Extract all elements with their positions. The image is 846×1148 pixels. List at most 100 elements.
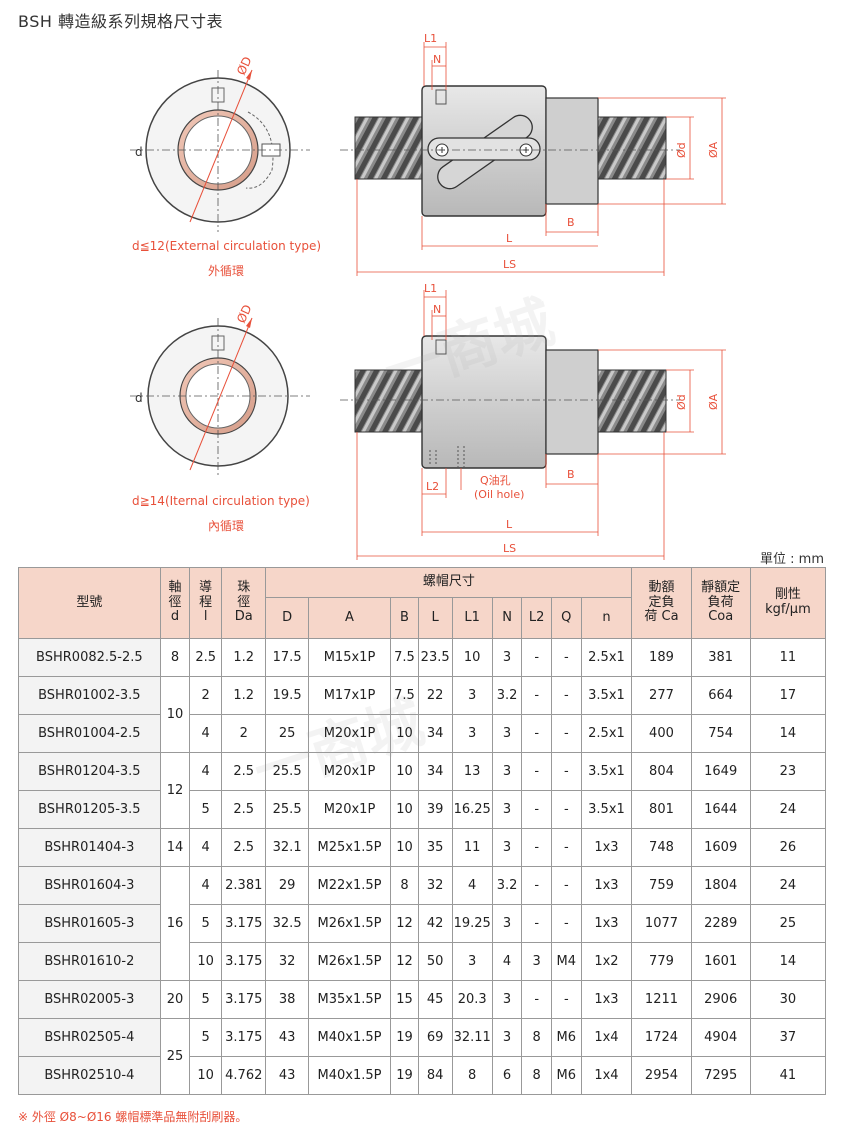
- cell-L1: 10: [451, 638, 493, 677]
- cell-A: M25x1.5P: [307, 828, 392, 867]
- cell-model: BSHR01604-3: [18, 866, 161, 905]
- cell-B: 10: [390, 790, 419, 829]
- cell-D: 25: [265, 714, 309, 753]
- header-Q: Q: [550, 597, 582, 639]
- cell-n: 1x3: [580, 904, 633, 943]
- cell-L1: 3: [451, 942, 493, 981]
- label-n: N: [433, 303, 441, 316]
- cell-L2: -: [521, 790, 552, 829]
- header-nut: 螺帽尺寸: [265, 567, 633, 598]
- cell-A: M26x1.5P: [307, 904, 392, 943]
- label-d: d: [135, 145, 143, 159]
- header-N: N: [491, 597, 523, 639]
- cell-L2: -: [521, 676, 552, 715]
- cell-L: 34: [417, 752, 453, 791]
- cell-l: 5: [189, 980, 223, 1019]
- cell-model: BSHR01605-3: [18, 904, 161, 943]
- cell-d: 20: [159, 980, 191, 1019]
- cell-model: BSHR02510-4: [18, 1056, 161, 1095]
- cell-n: 2.5x1: [580, 714, 633, 753]
- cell-D: 17.5: [265, 638, 309, 677]
- cell-l: 5: [189, 904, 223, 943]
- label-l: L: [506, 232, 513, 245]
- cell-B: 8: [390, 866, 419, 905]
- cell-n: 1x4: [580, 1018, 633, 1057]
- external-circulation-zh: 外循環: [208, 264, 245, 278]
- label-od: ØD: [234, 54, 255, 77]
- cell-d: 8: [159, 638, 191, 677]
- cell-L: 69: [417, 1018, 453, 1057]
- cell-coa: 664: [690, 676, 751, 715]
- cell-coa: 1609: [690, 828, 751, 867]
- internal-circulation-note: d≧14(Iternal circulation type): [132, 494, 310, 508]
- cell-L: 45: [417, 980, 453, 1019]
- cell-D: 38: [265, 980, 309, 1019]
- label-od-small: Ød: [675, 142, 688, 158]
- cell-l: 10: [189, 942, 223, 981]
- bottom-side-view: L1 N Ød ØA B L2 Q油孔 (Oil hole) L LS: [340, 282, 726, 560]
- header-A: A: [307, 597, 392, 639]
- cell-N: 3: [491, 904, 523, 943]
- cell-L2: -: [521, 828, 552, 867]
- label-ls: LS: [503, 542, 516, 555]
- cell-B: 10: [390, 752, 419, 791]
- cell-A: M22x1.5P: [307, 866, 392, 905]
- cell-L: 23.5: [417, 638, 453, 677]
- header-L: L: [417, 597, 453, 639]
- cell-N: 3: [491, 980, 523, 1019]
- cell-model: BSHR01002-3.5: [18, 676, 161, 715]
- bottom-front-view: ØD d: [130, 302, 310, 476]
- cell-l: 5: [189, 790, 223, 829]
- cell-Q: M6: [550, 1056, 582, 1095]
- cell-N: 3: [491, 828, 523, 867]
- cell-l: 4: [189, 752, 223, 791]
- cell-d: 25: [159, 1018, 191, 1095]
- cell-Q: -: [550, 752, 582, 791]
- cell-ca: 759: [631, 866, 692, 905]
- cell-d: 14: [159, 828, 191, 867]
- cell-Q: -: [550, 790, 582, 829]
- cell-coa: 4904: [690, 1018, 751, 1057]
- cell-l: 2.5: [189, 638, 223, 677]
- cell-rig: 24: [749, 866, 827, 905]
- cell-L: 84: [417, 1056, 453, 1095]
- cell-D: 29: [265, 866, 309, 905]
- cell-L2: -: [521, 714, 552, 753]
- label-n: N: [433, 53, 441, 66]
- cell-coa: 2289: [690, 904, 751, 943]
- cell-L: 50: [417, 942, 453, 981]
- cell-ca: 1211: [631, 980, 692, 1019]
- cell-l: 2: [189, 676, 223, 715]
- ball-screw-drawing: ØD d L1 N Ød ØA: [130, 32, 726, 560]
- cell-Q: -: [550, 638, 582, 677]
- cell-D: 19.5: [265, 676, 309, 715]
- label-oa: ØA: [707, 141, 720, 158]
- cell-Q: -: [550, 676, 582, 715]
- label-l: L: [506, 518, 513, 531]
- footnote: ※ 外徑 Ø8~Ø16 螺帽標準品無附刮刷器。: [18, 1110, 248, 1124]
- cell-n: 1x3: [580, 828, 633, 867]
- cell-ca: 804: [631, 752, 692, 791]
- cell-l: 5: [189, 1018, 223, 1057]
- label-l2: L2: [426, 480, 439, 493]
- cell-ca: 801: [631, 790, 692, 829]
- cell-da: 3.175: [221, 980, 267, 1019]
- cell-l: 4: [189, 714, 223, 753]
- label-b: B: [567, 216, 575, 229]
- header-row-2: D A B L L1 N L2 Q n: [19, 597, 826, 639]
- cell-ca: 277: [631, 676, 692, 715]
- cell-coa: 1644: [690, 790, 751, 829]
- cell-rig: 17: [749, 676, 827, 715]
- cell-D: 32.5: [265, 904, 309, 943]
- cell-L: 42: [417, 904, 453, 943]
- cell-da: 2.5: [221, 790, 267, 829]
- header-D: D: [265, 597, 309, 639]
- header-L1: L1: [451, 597, 493, 639]
- cell-model: BSHR01205-3.5: [18, 790, 161, 829]
